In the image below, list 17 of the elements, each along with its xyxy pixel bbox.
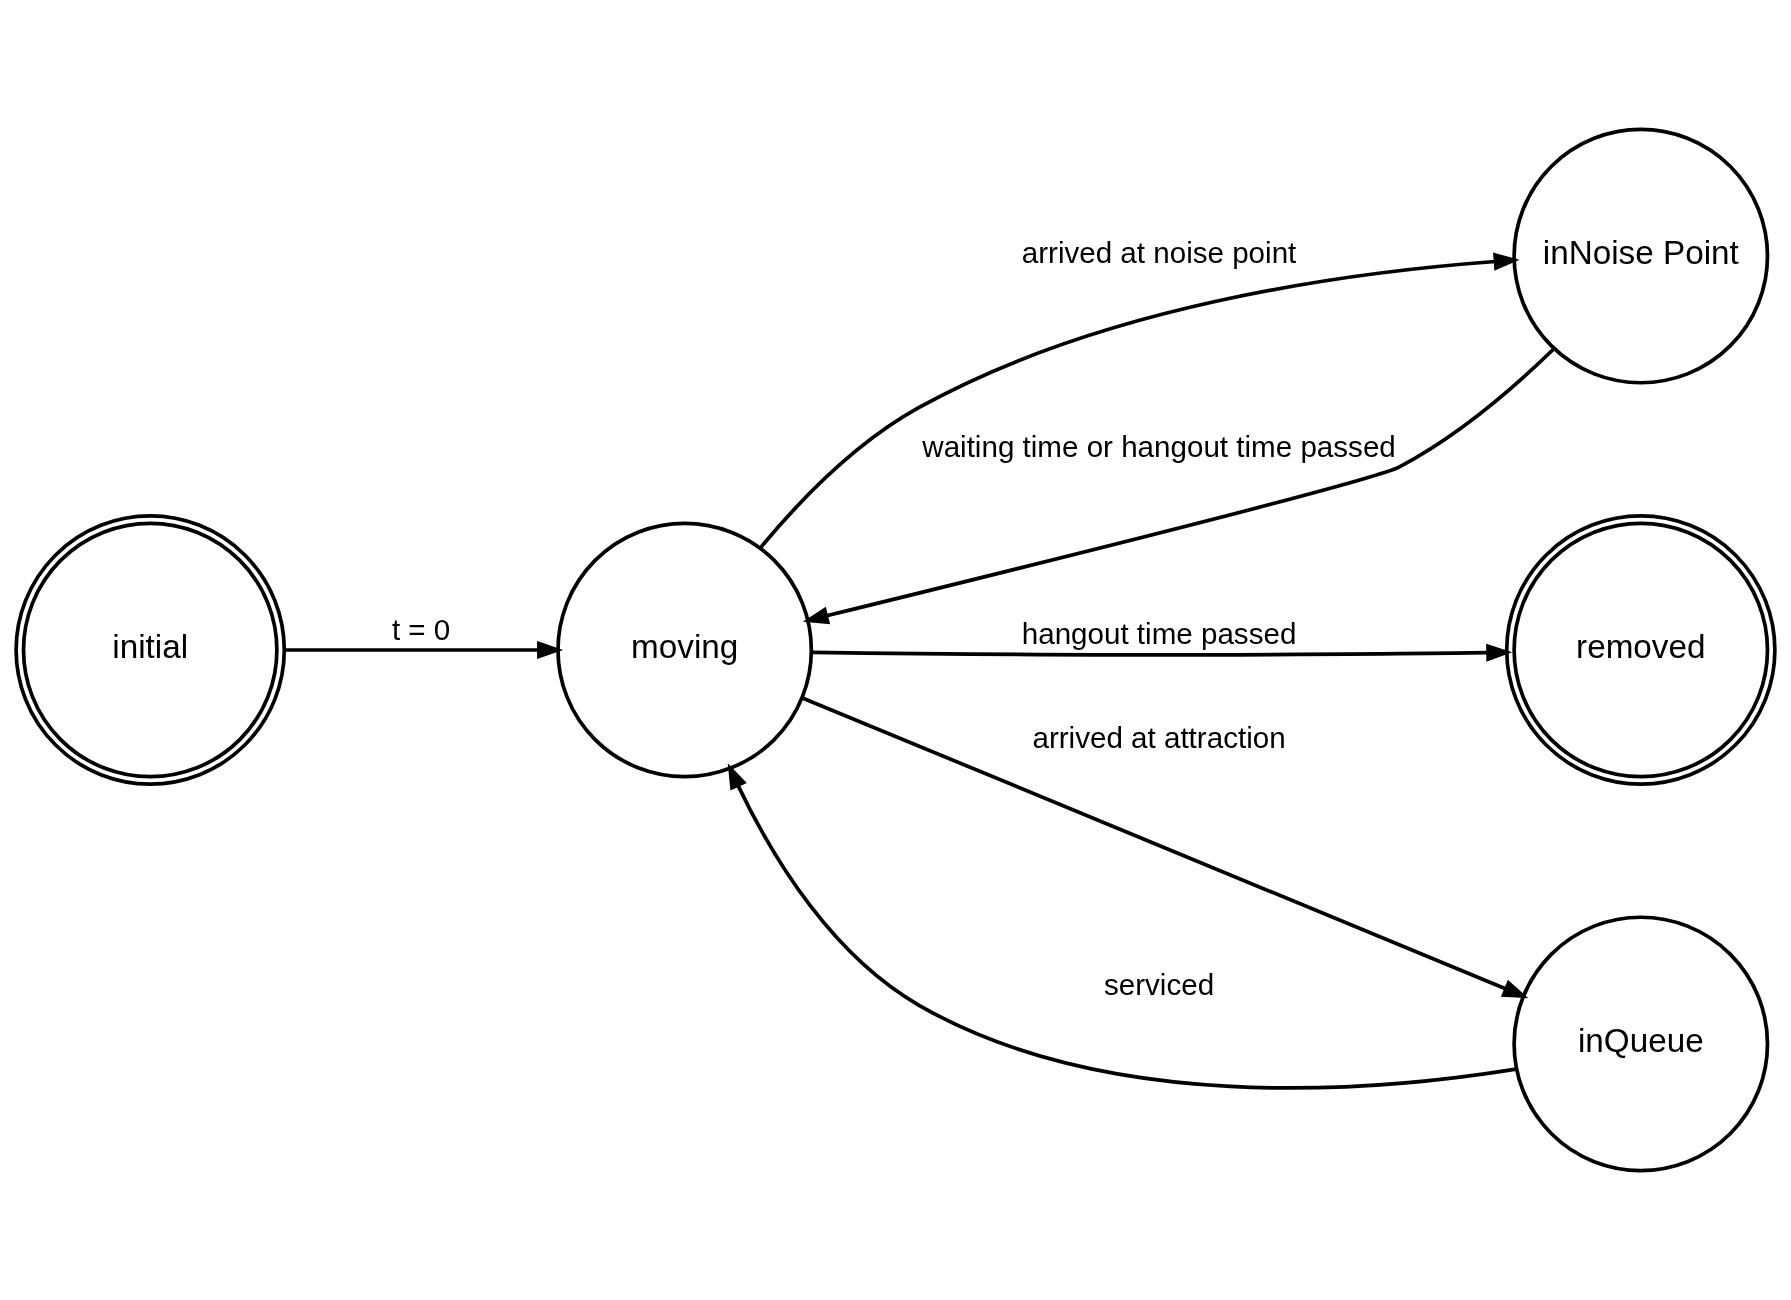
- node-circle: initial: [14, 514, 287, 786]
- edge-label: arrived at attraction: [1032, 720, 1286, 754]
- arrow: [758, 252, 1520, 550]
- arrow: [284, 640, 563, 660]
- arrow: [802, 347, 1556, 625]
- node-circle: moving: [556, 521, 814, 779]
- edge-label: serviced: [1103, 968, 1215, 1002]
- edge-label: t = 0: [391, 613, 451, 647]
- edge-label: arrived at noise point: [1021, 236, 1297, 270]
- edge-label: hangout time passed: [1021, 617, 1297, 651]
- node-circle: removed: [1504, 514, 1777, 786]
- edge-label: waiting time or hangout time passed: [922, 430, 1396, 464]
- arrow: [811, 643, 1513, 662]
- node-circle: inNoise Point: [1512, 127, 1770, 385]
- arrow: [801, 696, 1529, 999]
- arrow: [727, 763, 1517, 1090]
- node-circle: inQueue: [1512, 915, 1770, 1173]
